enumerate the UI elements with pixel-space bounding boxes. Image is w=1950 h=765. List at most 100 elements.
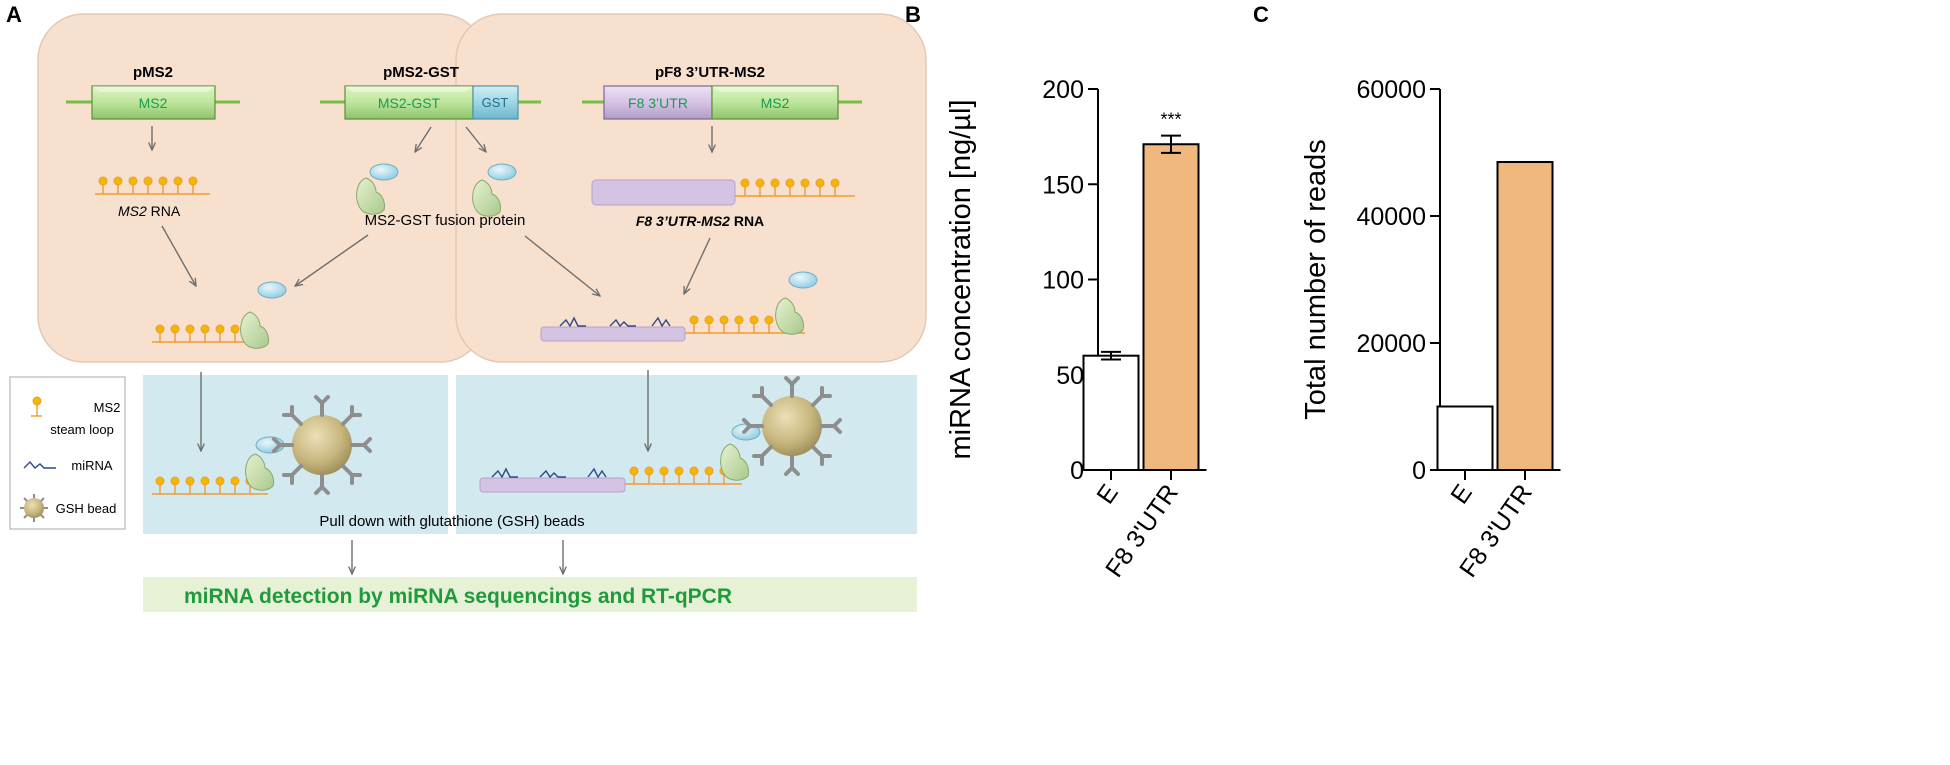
x-tick-label: E (1445, 479, 1478, 509)
bar (1496, 161, 1554, 471)
y-tick-label: 50 (1056, 362, 1084, 390)
stem-loop-icon (800, 178, 810, 196)
gene-box-ms2-f8 (711, 85, 839, 120)
gene-box-gst-label: GST (482, 95, 509, 110)
pulldown-f8-utr-bar (479, 477, 626, 493)
panel-label-a: A (6, 2, 22, 27)
arrow-f8-rna-down (684, 237, 711, 294)
pulldown-f8-ms2-strand (625, 466, 742, 485)
stem-loop-icon (230, 324, 240, 342)
stem-loop-icon (830, 178, 840, 196)
fusion-protein-label: MS2-GST fusion protein (365, 212, 526, 229)
bar (1436, 405, 1494, 471)
stem-loop-icon (740, 178, 750, 196)
chart-b: 0 50 100 150 200 miRNA concentration [ng/µl] E… (945, 76, 1207, 582)
gene-box-f8-utr (603, 85, 713, 120)
y-axis-label: Total number of reads (1300, 139, 1332, 419)
f8-utr-rna-bar (591, 179, 736, 206)
y-tick-label: 200 (1042, 76, 1084, 104)
stem-loop-icon (143, 176, 153, 194)
gene-box-ms2 (91, 85, 216, 120)
y-tick-label: 0 (1070, 457, 1084, 485)
stem-loop-icon (629, 466, 639, 484)
stem-loop-icon (719, 315, 729, 333)
stem-loop-icon (188, 176, 198, 194)
stem-loop-icon (764, 315, 774, 333)
panel-label-c: C (1253, 2, 1269, 27)
stem-loop-icon (785, 178, 795, 196)
stem-loop-icon (230, 476, 240, 494)
gene-box-gst (472, 85, 519, 120)
detection-banner (143, 577, 917, 612)
stem-loop-icon (704, 315, 714, 333)
x-tick-label: E (1091, 479, 1124, 509)
y-tick-label: 60000 (1356, 76, 1426, 104)
mirna-wavy-icon (491, 467, 607, 479)
legend-loop-label-2: steam loop (50, 422, 114, 437)
stem-loop-icon (215, 324, 225, 342)
pulldown-panel-right (456, 375, 917, 534)
stem-loop-icon (185, 476, 195, 494)
y-tick-label: 100 (1042, 267, 1084, 295)
construct-title-pf8: pF8 3’UTR-MS2 (655, 64, 765, 81)
detection-label: miRNA detection by miRNA sequencings and… (184, 585, 732, 608)
mirna-wavy-icon (559, 316, 671, 328)
y-tick-label: 20000 (1356, 330, 1426, 358)
legend-mirna-label: miRNA (71, 458, 112, 473)
error-bar (1101, 350, 1121, 361)
stem-loop-icon (155, 476, 165, 494)
y-axis-label: miRNA concentration [ng/µl] (945, 99, 977, 459)
gene-box-ms2-gst-label: MS2-GST (378, 95, 441, 111)
stem-loop-icon (158, 176, 168, 194)
stem-loop-icon (689, 315, 699, 333)
arrow-ms2-rna-down (161, 225, 196, 286)
legend-bead-label: GSH bead (56, 501, 117, 516)
bound-fusion-protein-icon (775, 271, 818, 335)
gsh-bead-icon (742, 376, 842, 476)
gene-box-ms2-label: MS2 (139, 95, 168, 111)
arrow-fusion-to-complex-left (295, 234, 369, 286)
ms2-rna-label: MS2 RNA (118, 203, 181, 219)
legend-mirna-icon (23, 460, 56, 469)
construct-title-pms2-gst: pMS2-GST (383, 64, 459, 81)
stem-loop-icon (674, 466, 684, 484)
stem-loop-icon (200, 476, 210, 494)
stem-loop-icon (689, 466, 699, 484)
stem-loop-icon (704, 466, 714, 484)
stem-loop-icon (755, 178, 765, 196)
stem-loop-icon (173, 176, 183, 194)
stem-loop-icon (185, 324, 195, 342)
gene-box-ms2-f8-label: MS2 (761, 95, 790, 111)
arrow-fusion-to-complex-right (524, 235, 600, 296)
error-bar (1161, 134, 1181, 154)
gene-box-f8-utr-label: F8 3’UTR (628, 95, 688, 111)
f8-ms2-rna-strand (735, 178, 855, 197)
stem-loop-icon (98, 176, 108, 194)
y-tick-label: 0 (1412, 457, 1426, 485)
panel-label-b: B (905, 2, 921, 27)
pulldown-label: Pull down with glutathione (GSH) beads (319, 513, 584, 530)
y-tick-label: 150 (1042, 171, 1084, 199)
pulldown-ms2-strand (152, 476, 268, 495)
stem-loop-icon (155, 324, 165, 342)
stem-loop-icon (170, 476, 180, 494)
stem-loop-icon (749, 315, 759, 333)
stem-loop-icon (770, 178, 780, 196)
stem-loop-icon (644, 466, 654, 484)
bar (1082, 354, 1140, 472)
stem-loop-icon (815, 178, 825, 196)
ms2-rna-strand (95, 176, 210, 195)
legend-gsh-bead-icon (20, 494, 48, 522)
f8-utr-complex-bar (540, 326, 686, 342)
stem-loop-icon (659, 466, 669, 484)
f8-rna-label: F8 3’UTR-MS2 RNA (636, 213, 764, 229)
stem-loop-icon (215, 476, 225, 494)
legend-loop-label-1: MS2 (94, 400, 121, 415)
bound-fusion-protein-icon (240, 281, 287, 349)
y-tick-label: 40000 (1356, 203, 1426, 231)
significance-label: *** (1160, 110, 1181, 130)
fusion-protein-icon (356, 163, 399, 215)
legend-stem-loop-icon (31, 396, 42, 417)
